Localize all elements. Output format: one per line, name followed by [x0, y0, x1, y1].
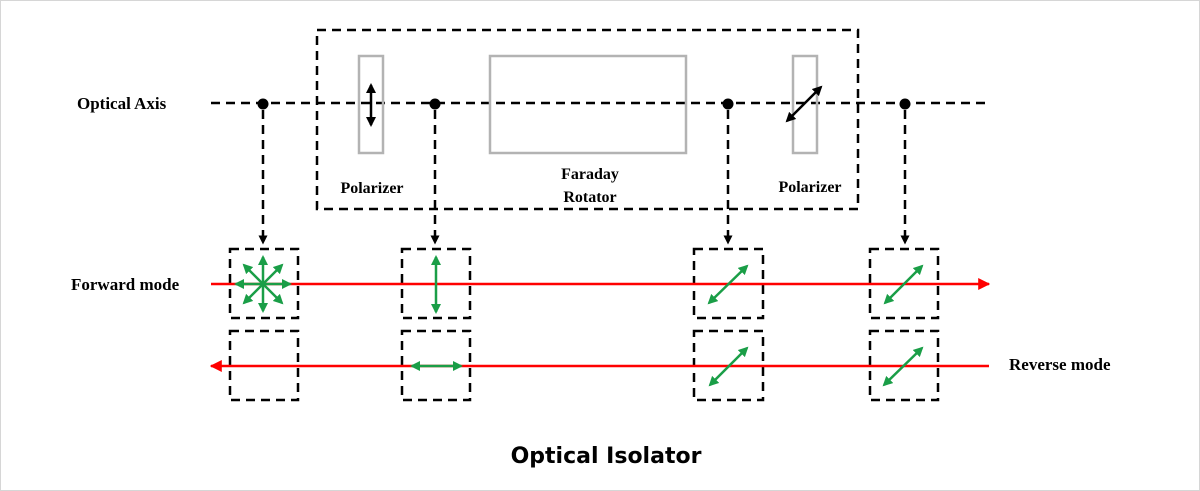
- isolator-housing: [315, 28, 860, 211]
- diagram-title: Optical Isolator: [511, 444, 702, 469]
- axis-dot: [429, 98, 441, 110]
- state-boxes: [228, 247, 940, 402]
- axis-dot: [257, 98, 269, 110]
- unpolarized-star-icon: [234, 255, 292, 313]
- observation-point-after-polarizer-1: [429, 98, 441, 245]
- forward-state-box-input: [228, 247, 300, 320]
- reverse-state-box-input: [228, 329, 300, 402]
- diagonal-polarization-arrow-icon: [883, 264, 924, 305]
- forward-mode-label: Forward mode: [71, 275, 180, 294]
- observation-point-output: [899, 98, 911, 245]
- faraday-rotator-element: [488, 54, 688, 155]
- reverse-state-box-after-polarizer-1: [400, 329, 472, 402]
- axis-dot: [722, 98, 734, 110]
- reverse-mode-label: Reverse mode: [1009, 355, 1111, 374]
- observation-point-after-faraday-rotator: [722, 98, 734, 245]
- diagonal-polarization-arrow-icon: [708, 346, 749, 387]
- polarizer-2-axis-arrow-icon: [785, 85, 823, 123]
- diagonal-polarization-arrow-icon: [707, 264, 749, 305]
- observation-point-input: [257, 98, 269, 245]
- polarizer-1-element: [357, 54, 385, 155]
- forward-state-box-output: [868, 247, 940, 320]
- polarizer-2-label: Polarizer: [778, 179, 841, 196]
- reverse-state-box-output: [868, 329, 940, 402]
- faraday-rotator-label-line-2: Rotator: [563, 189, 616, 206]
- polarizer-1-label: Polarizer: [340, 180, 403, 197]
- axis-dot: [899, 98, 911, 110]
- diagonal-polarization-arrow-icon: [882, 346, 924, 387]
- forward-state-box-after-polarizer-1: [400, 247, 472, 320]
- faraday-rotator-label-line-1: Faraday: [561, 166, 619, 183]
- optical-axis-label: Optical Axis: [77, 94, 167, 113]
